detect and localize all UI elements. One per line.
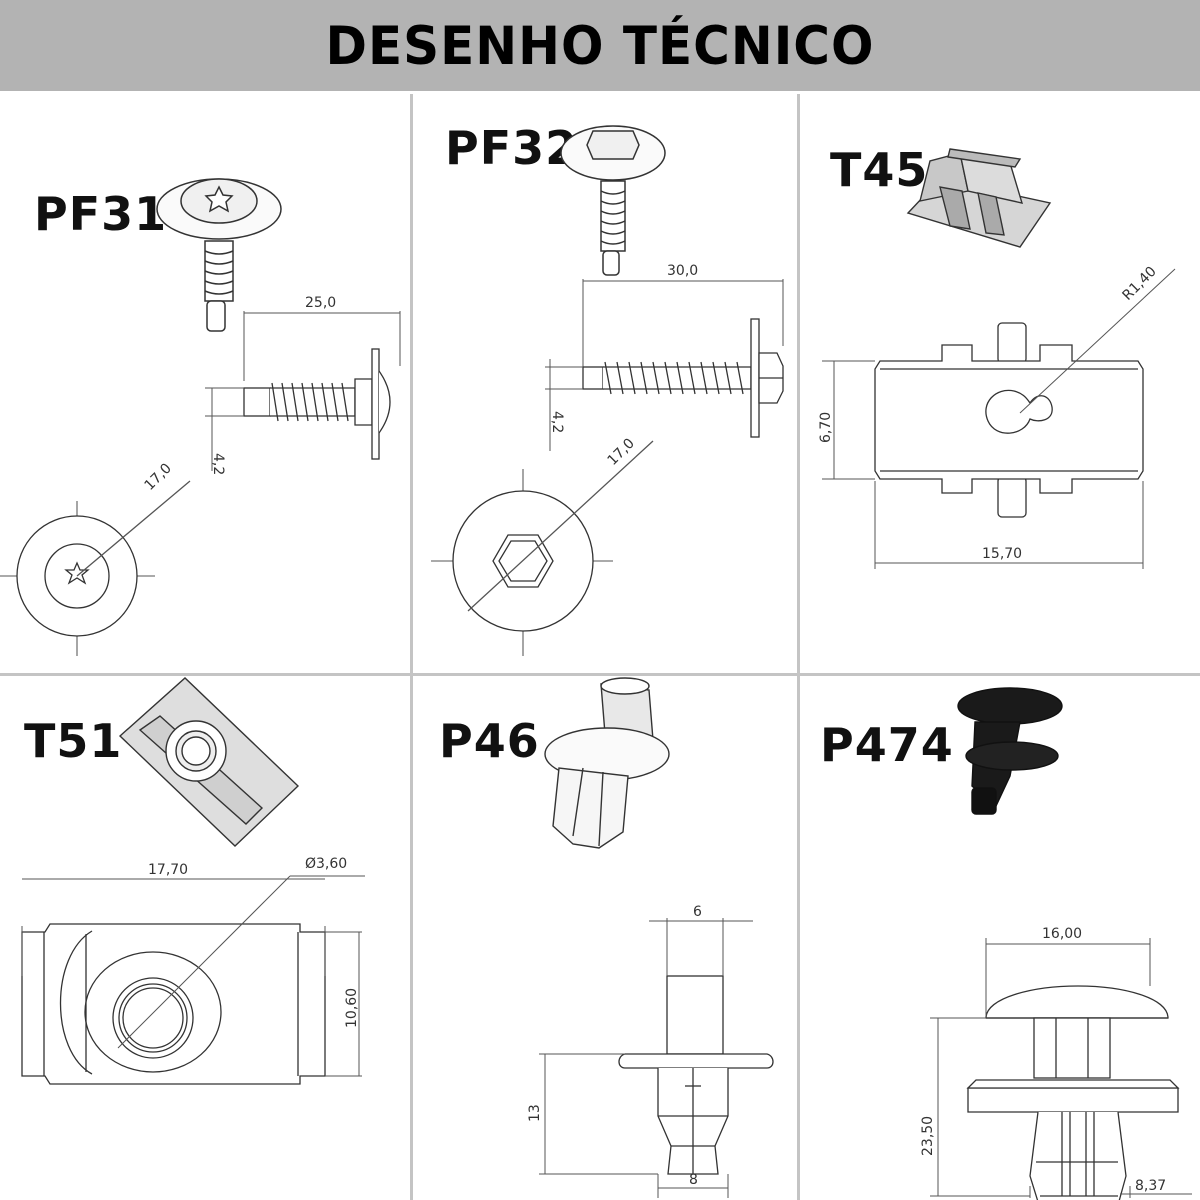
p46-dim-base-label: 8 <box>689 1172 698 1188</box>
pf32-front-view <box>431 440 654 656</box>
pf31-iso-screw <box>156 178 282 332</box>
pf31-dim-shank-label: 4,2 <box>210 453 226 475</box>
cell-pf32: PF32 30,0 <box>413 91 797 673</box>
t45-dim-radius <box>1019 268 1176 414</box>
p474-dim-height-label: 23,50 <box>920 1116 936 1156</box>
page-title: DESENHO TÉCNICO <box>325 15 875 76</box>
pf31-dim-shank <box>205 387 244 471</box>
p474-dim-head <box>985 938 1151 1016</box>
t45-dim-radius-label: R1,40 <box>1120 264 1160 304</box>
t51-dim-width-label: 17,70 <box>148 862 188 878</box>
pf31-dim-length-label: 25,0 <box>305 295 336 311</box>
p474-dim-head-label: 16,00 <box>1042 926 1082 942</box>
p474-dim-base <box>1029 1186 1192 1198</box>
t51-dim-hole-label: Ø3,60 <box>305 856 347 872</box>
cell-t51: T51 <box>0 676 410 1200</box>
pf31-drawing: 25,0 4,2 17,0 <box>0 178 401 656</box>
cell-t45: T45 R1,40 <box>800 91 1200 673</box>
pf32-dim-length-label: 30,0 <box>667 263 698 279</box>
pf32-dim-shank-label: 4,2 <box>549 411 565 433</box>
pf32-drawing: 30,0 4,2 17 <box>431 125 784 656</box>
p46-dim-height <box>539 1053 658 1175</box>
p46-drawing: 6 13 8 <box>527 677 774 1198</box>
drawing-grid: PF31 25,0 <box>0 91 1200 1200</box>
t51-front-view <box>21 923 326 1085</box>
pf32-dim-shank <box>545 359 583 451</box>
p474-iso-fastener <box>957 687 1063 815</box>
pf31-dim-head-label: 17,0 <box>142 460 175 493</box>
pf31-dim-length <box>243 311 401 381</box>
p46-dim-stem-label: 6 <box>693 904 702 920</box>
cell-p46: P46 6 <box>413 676 797 1200</box>
pf32-side-view <box>582 318 784 438</box>
t45-front-view <box>874 322 1144 518</box>
pf32-dim-head-label: 17,0 <box>605 435 638 468</box>
p46-iso-rivet <box>544 677 670 849</box>
t45-drawing: R1,40 6,70 15,70 <box>818 148 1176 569</box>
t45-dim-width-label: 15,70 <box>982 546 1022 562</box>
part-label-t45: T45 <box>830 143 929 197</box>
t51-dim-width <box>21 878 326 976</box>
part-label-p46: P46 <box>439 714 540 768</box>
part-label-pf31: PF31 <box>34 187 168 241</box>
part-label-p474: P474 <box>820 718 954 772</box>
cell-p474: P474 <box>800 676 1200 1200</box>
part-label-pf32: PF32 <box>445 121 579 175</box>
t45-dim-height-label: 6,70 <box>818 412 834 443</box>
p46-dim-height-label: 13 <box>527 1104 543 1122</box>
divider-vertical-2 <box>797 94 800 1200</box>
t45-dim-height <box>822 360 875 480</box>
t51-drawing: 17,70 Ø3,60 10,60 <box>21 677 365 1085</box>
t51-dim-height-label: 10,60 <box>344 988 360 1028</box>
header-bar: DESENHO TÉCNICO <box>0 0 1200 91</box>
t45-iso-clip <box>906 148 1052 248</box>
part-label-t51: T51 <box>24 714 123 768</box>
pf31-front-view <box>0 480 191 656</box>
p46-side-view <box>618 975 774 1175</box>
pf32-iso-screw <box>560 125 666 276</box>
p46-dim-base <box>657 1174 729 1198</box>
p474-drawing: 16,00 23,50 8,37 <box>920 687 1192 1200</box>
t45-dim-width <box>874 481 1144 569</box>
pf31-side-view <box>243 348 391 460</box>
p474-dim-height <box>930 1017 1030 1197</box>
p46-dim-stem <box>649 918 753 976</box>
t51-dim-height <box>325 931 362 1077</box>
t51-iso-clip <box>118 677 300 847</box>
pf32-dim-length <box>582 279 784 381</box>
cell-pf31: PF31 25,0 <box>0 91 410 673</box>
divider-horizontal <box>0 673 1200 676</box>
p474-dim-base-label: 8,37 <box>1135 1178 1166 1194</box>
divider-vertical-1 <box>410 94 413 1200</box>
p474-side-view <box>966 985 1180 1200</box>
t51-dim-hole <box>117 875 365 1049</box>
